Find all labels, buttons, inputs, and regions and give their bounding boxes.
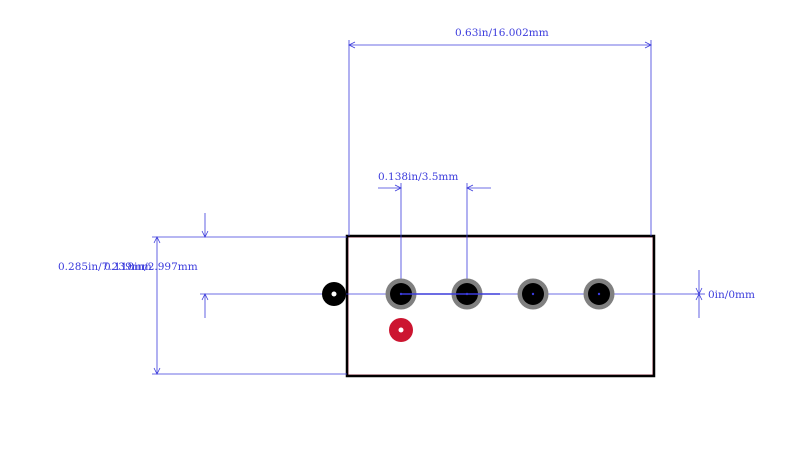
pitch-dimension-label: 0.138in/3.5mm xyxy=(378,171,458,183)
body-outline xyxy=(345,234,656,378)
pin-offset-dimension-label: 0.118in/2.997mm xyxy=(104,261,198,273)
pin-offset-dimension xyxy=(200,213,700,318)
pad xyxy=(517,278,549,310)
row-offset-dimension-label: 0in/0mm xyxy=(708,289,755,301)
component-body xyxy=(345,234,656,378)
width-dimension xyxy=(348,40,652,236)
row-offset-dimension xyxy=(695,270,705,318)
height-dimension-label: 0.285in/7.239mm xyxy=(58,261,152,273)
height-dimension xyxy=(152,236,347,375)
reference-marker xyxy=(322,282,346,306)
pad xyxy=(583,278,615,310)
pin1-marker xyxy=(389,318,413,342)
width-dimension-label: 0.63in/16.002mm xyxy=(455,27,549,39)
pitch-dimension xyxy=(378,183,491,294)
